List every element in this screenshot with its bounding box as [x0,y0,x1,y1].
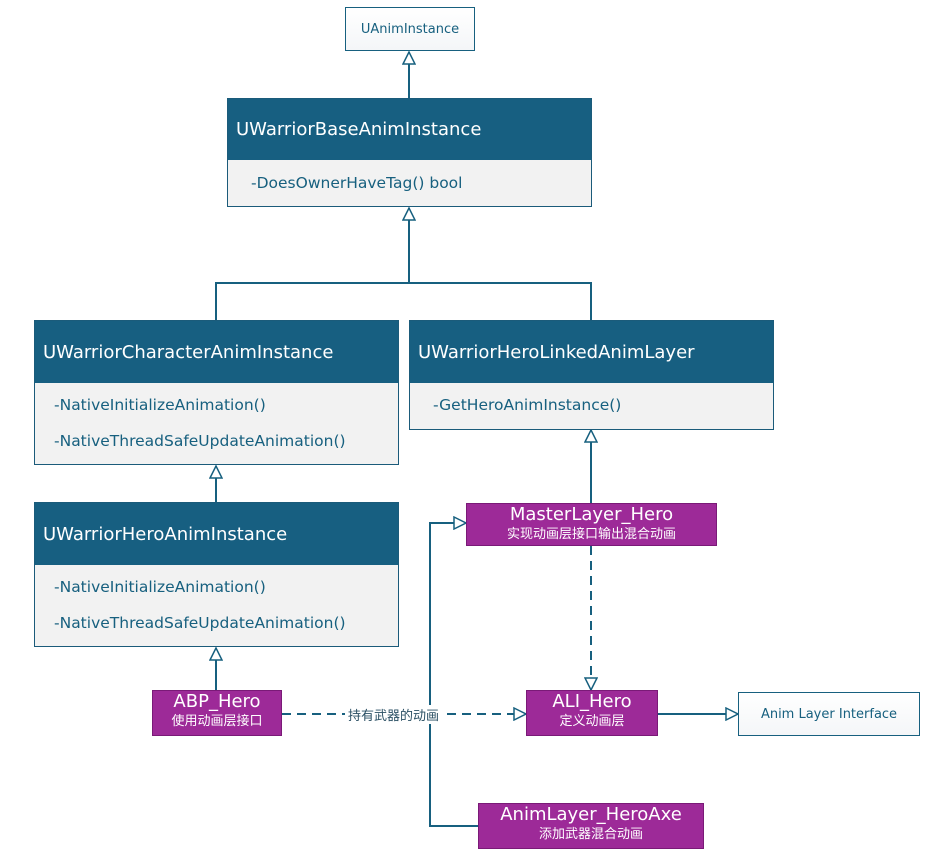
node-hero-class: UWarriorHeroAnimInstance -NativeInitiali… [34,502,399,647]
node-character-class: UWarriorCharacterAnimInstance -NativeIni… [34,320,399,465]
node-animlayer-heroaxe-title: AnimLayer_HeroAxe [500,804,682,825]
node-masterlayer-title: MasterLayer_Hero [509,504,674,525]
node-linked-class: UWarriorHeroLinkedAnimLayer -GetHeroAnim… [409,320,774,430]
node-anim-layer-interface-label: Anim Layer Interface [760,706,898,722]
node-hero-method: -NativeInitializeAnimation() [54,578,266,596]
node-base-class: UWarriorBaseAnimInstance -DoesOwnerHaveT… [227,98,592,207]
node-ali-title: ALI_Hero [552,691,632,712]
edge-abp-to-ali-label: 持有武器的动画 [345,705,443,724]
node-ali-subtitle: 定义动画层 [559,714,625,729]
node-hero-title: UWarriorHeroAnimInstance [35,503,398,565]
node-animlayer-heroaxe: AnimLayer_HeroAxe 添加武器混合动画 [478,803,704,849]
node-abp-subtitle: 使用动画层接口 [171,714,263,729]
node-masterlayer-subtitle: 实现动画层接口输出混合动画 [506,527,676,542]
node-linked-method: -GetHeroAnimInstance() [433,396,622,414]
node-hero-method: -NativeThreadSafeUpdateAnimation() [54,614,346,632]
node-abp-title: ABP_Hero [173,691,261,712]
node-character-title: UWarriorCharacterAnimInstance [35,321,398,383]
node-abp-hero: ABP_Hero 使用动画层接口 [152,690,282,736]
node-masterlayer-hero: MasterLayer_Hero 实现动画层接口输出混合动画 [466,503,717,546]
node-uaniminstance: UAnimInstance [345,7,475,51]
node-base-title: UWarriorBaseAnimInstance [228,99,591,160]
edge-linked-to-base [409,282,592,320]
node-animlayer-heroaxe-subtitle: 添加武器混合动画 [538,827,643,842]
edge-character-to-base [215,208,409,320]
node-character-method: -NativeThreadSafeUpdateAnimation() [54,432,346,450]
node-character-method: -NativeInitializeAnimation() [54,396,266,414]
node-linked-title: UWarriorHeroLinkedAnimLayer [410,321,773,383]
edge-axe-to-master [429,523,478,827]
node-ali-hero: ALI_Hero 定义动画层 [526,690,658,736]
node-uaniminstance-label: UAnimInstance [360,21,460,37]
node-base-method: -DoesOwnerHaveTag() bool [251,174,463,192]
node-anim-layer-interface: Anim Layer Interface [738,692,920,736]
